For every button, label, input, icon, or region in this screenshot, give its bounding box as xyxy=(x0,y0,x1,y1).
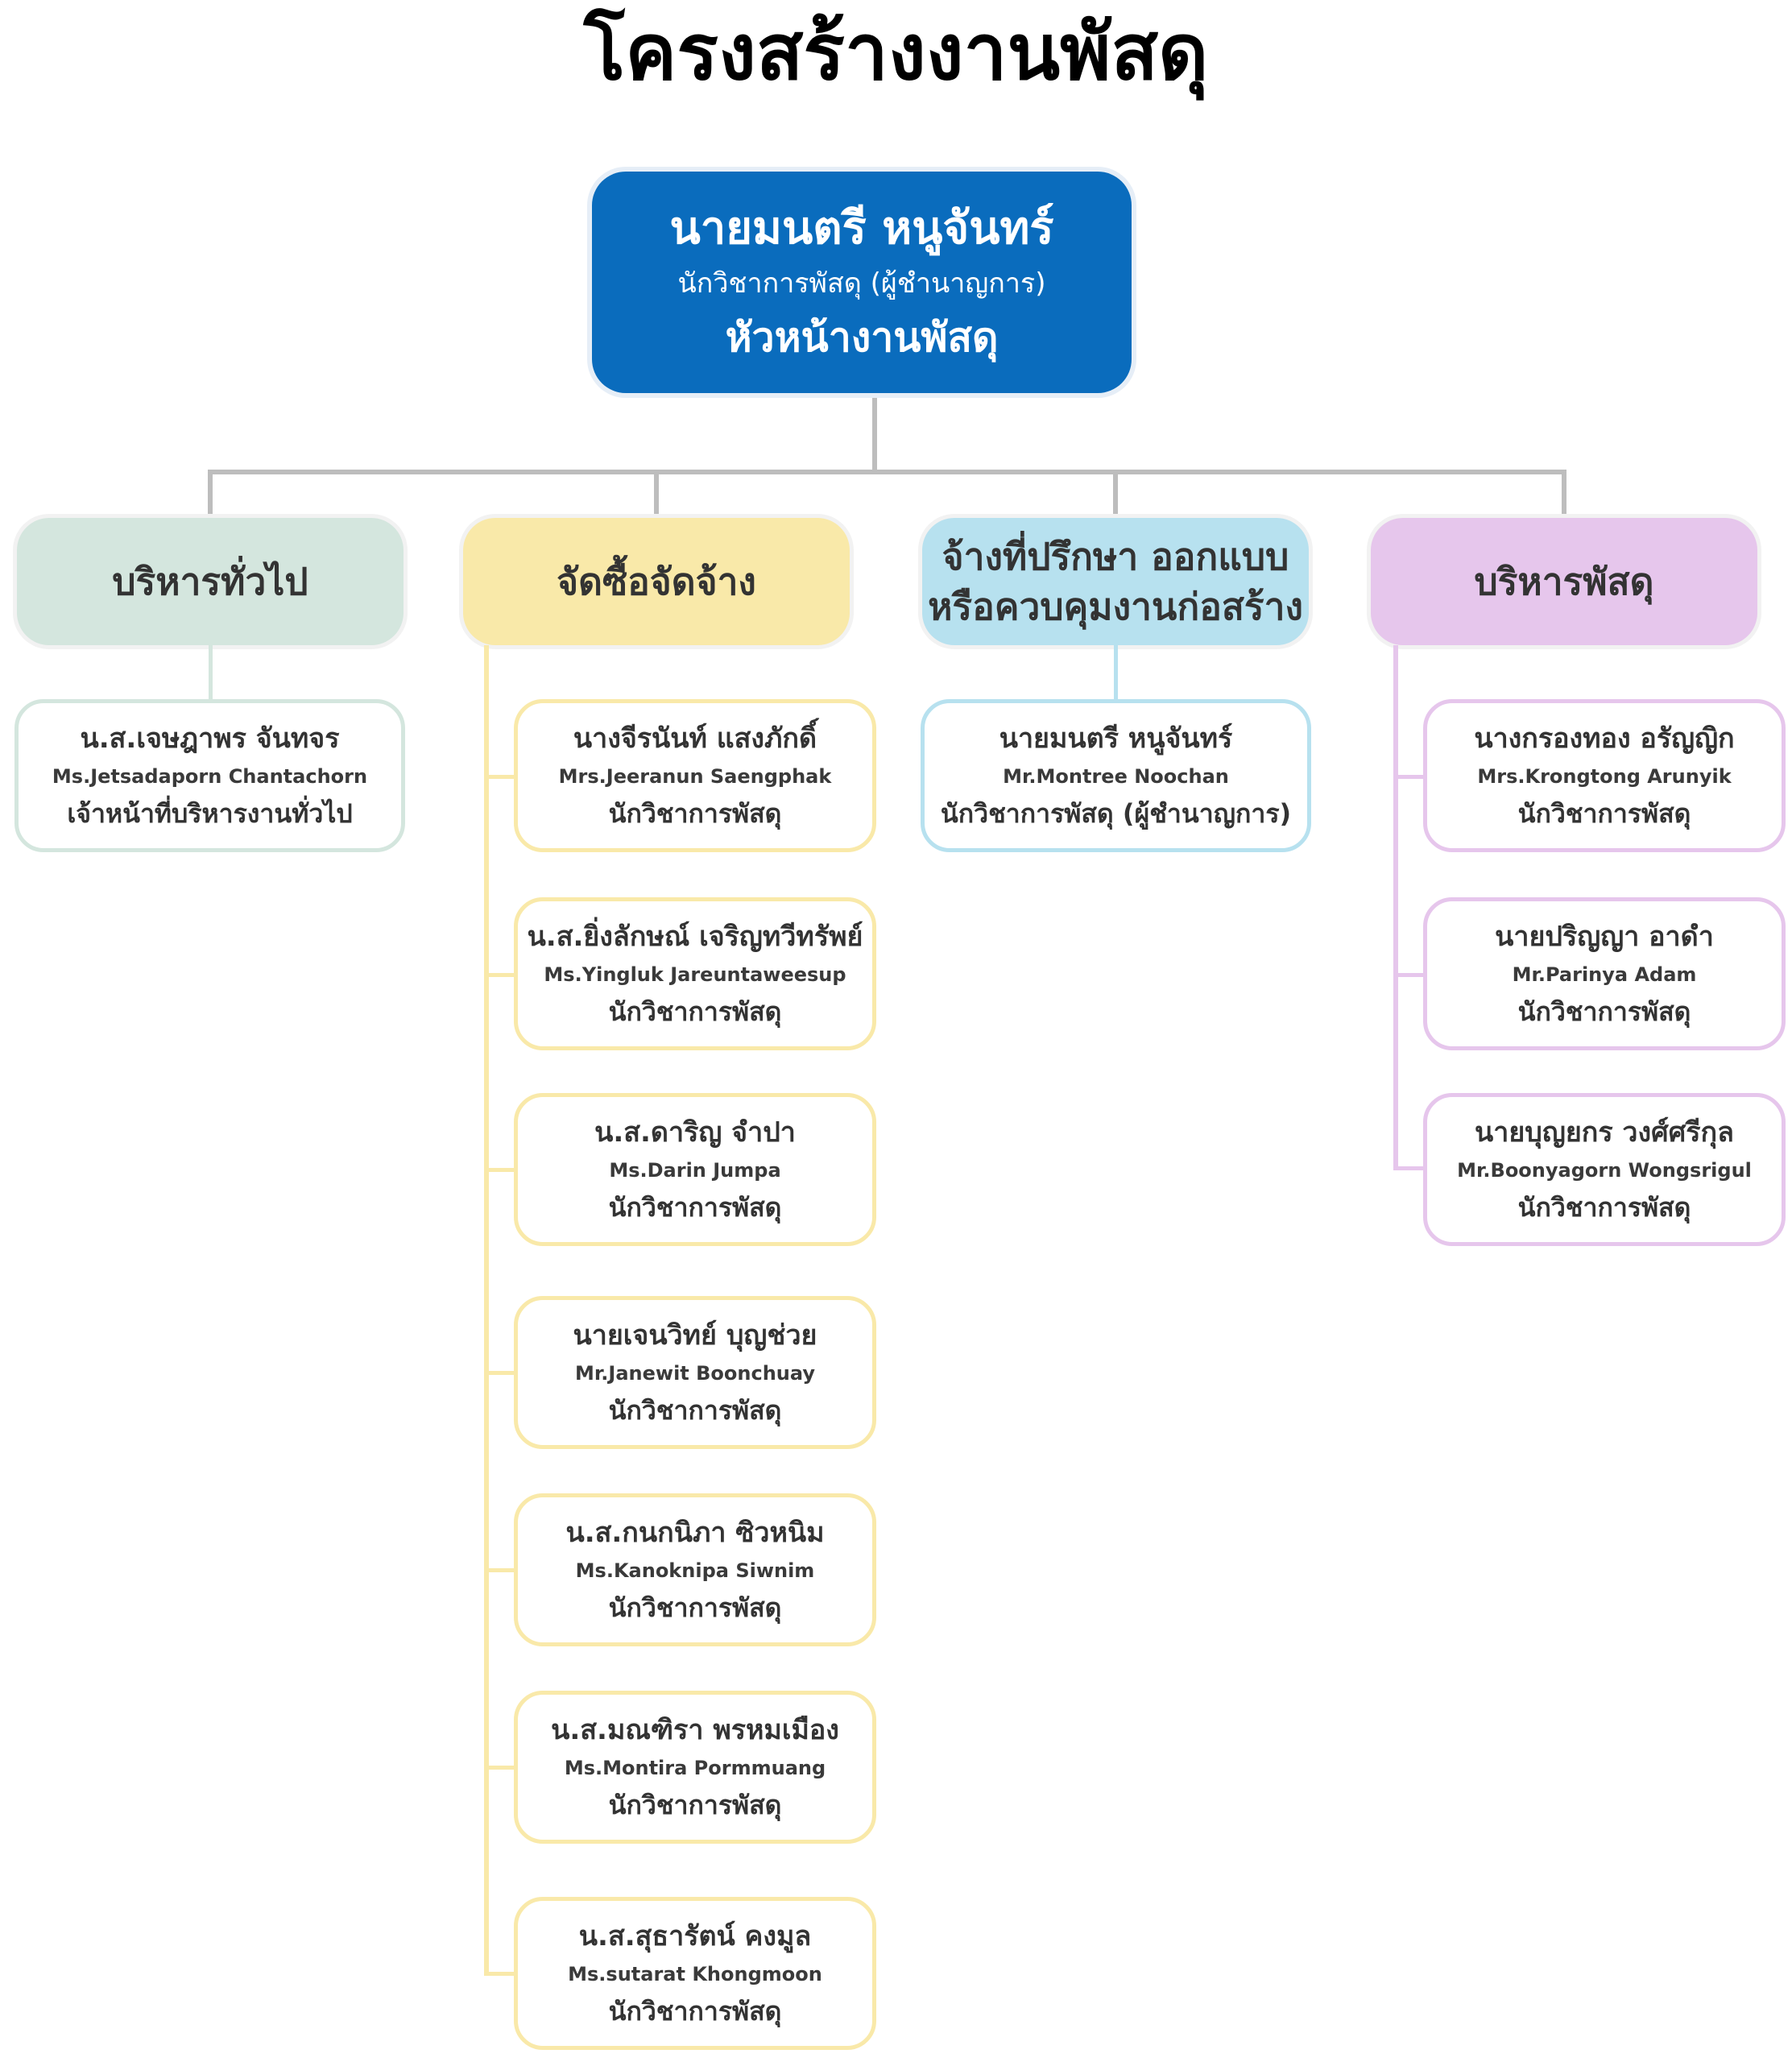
member-name-th: นายมนตรี หนูจันทร์ xyxy=(999,723,1233,755)
member-name-en: Ms.Darin Jumpa xyxy=(609,1159,781,1182)
connector-procurement-branch xyxy=(484,1568,516,1572)
member-name-en: Ms.Jetsadaporn Chantachorn xyxy=(52,765,368,788)
member-name-th: นายปริญญา อาดำ xyxy=(1495,921,1714,953)
member-position: นักวิชาการพัสดุ (ผู้ชำนาญการ) xyxy=(940,798,1292,829)
member-position: นักวิชาการพัสดุ xyxy=(608,996,782,1027)
member-card: น.ส.สุธารัตน์ คงมูล Ms.sutarat Khongmoon… xyxy=(514,1897,876,2050)
member-name-th: น.ส.มณฑิรา พรหมเมือง xyxy=(551,1714,839,1746)
connector-management-branch xyxy=(1393,1166,1426,1170)
member-name-en: Mr.Montree Noochan xyxy=(1003,765,1229,788)
connector-general-card xyxy=(209,645,213,699)
connector-head-down xyxy=(872,397,877,472)
member-name-th: น.ส.สุธารัตน์ คงมูล xyxy=(578,1920,812,1952)
member-position: นักวิชาการพัสดุ xyxy=(608,1996,782,2027)
member-position: นักวิชาการพัสดุ xyxy=(608,1192,782,1223)
member-position: นักวิชาการพัสดุ xyxy=(608,798,782,829)
member-name-th: น.ส.เจษฎาพร จันทจร xyxy=(80,723,340,755)
member-card: นางจีรนันท์ แสงภักดิ์ Mrs.Jeeranun Saeng… xyxy=(514,699,876,852)
dept-consult-label-line2: หรือควบคุมงานก่อสร้าง xyxy=(928,585,1303,628)
connector-management-branch xyxy=(1393,775,1426,779)
member-card: น.ส.กนกนิภา ซิวหนิม Ms.Kanoknipa Siwnim … xyxy=(514,1493,876,1646)
member-card: น.ส.ยิ่งลักษณ์ เจริญทวีทรัพย์ Ms.Yingluk… xyxy=(514,897,876,1050)
member-position: นักวิชาการพัสดุ xyxy=(608,1592,782,1623)
connector-management-branch xyxy=(1393,973,1426,977)
connector-consult-down xyxy=(1113,470,1118,518)
member-name-en: Ms.Montira Pormmuang xyxy=(564,1757,826,1779)
member-name-th: นางกรองทอง อรัญญิก xyxy=(1474,723,1735,755)
member-name-en: Mrs.Krongtong Arunyik xyxy=(1477,765,1732,788)
member-name-th: นางจีรนันท์ แสงภักดิ์ xyxy=(573,723,817,755)
member-name-en: Mr.Boonyagorn Wongsrigul xyxy=(1457,1159,1752,1182)
connector-procurement-spine xyxy=(484,645,489,1976)
connector-management-spine xyxy=(1393,645,1398,1170)
connector-procurement-branch xyxy=(484,1168,516,1172)
member-name-en: Ms.sutarat Khongmoon xyxy=(568,1963,822,1985)
member-name-en: Mrs.Jeeranun Saengphak xyxy=(558,765,832,788)
dept-general-label: บริหารทั่วไป xyxy=(112,560,308,603)
member-card: นายเจนวิทย์ บุญช่วย Mr.Janewit Boonchuay… xyxy=(514,1296,876,1449)
connector-horizontal xyxy=(208,470,1566,474)
member-name-th: นายเจนวิทย์ บุญช่วย xyxy=(573,1319,817,1352)
head-name: นายมนตรี หนูจันทร์ xyxy=(669,201,1054,255)
member-card: น.ส.เจษฎาพร จันทจร Ms.Jetsadaporn Chanta… xyxy=(14,699,405,852)
head-position: นักวิชาการพัสดุ (ผู้ชำนาญการ) xyxy=(677,267,1046,300)
member-position: เจ้าหน้าที่บริหารงานทั่วไป xyxy=(67,798,353,829)
member-name-th: นายบุญยกร วงศ์ศรีกุล xyxy=(1475,1116,1734,1149)
member-card: นายบุญยกร วงศ์ศรีกุล Mr.Boonyagorn Wongs… xyxy=(1423,1093,1786,1246)
connector-consult-card xyxy=(1114,645,1118,699)
connector-procurement-branch xyxy=(484,973,516,977)
member-card: นางกรองทอง อรัญญิก Mrs.Krongtong Arunyik… xyxy=(1423,699,1786,852)
dept-procurement: จัดซื้อจัดจ้าง xyxy=(463,518,850,645)
member-position: นักวิชาการพัสดุ xyxy=(1517,798,1691,829)
head-role: หัวหน้างานพัสดุ xyxy=(725,313,999,361)
dept-general: บริหารทั่วไป xyxy=(17,518,404,645)
dept-consult: จ้างที่ปรึกษา ออกแบบ หรือควบคุมงานก่อสร้… xyxy=(922,518,1309,645)
member-name-th: น.ส.กนกนิภา ซิวหนิม xyxy=(565,1517,825,1549)
member-position: นักวิชาการพัสดุ xyxy=(608,1790,782,1820)
member-name-en: Mr.Janewit Boonchuay xyxy=(575,1362,815,1385)
member-name-en: Ms.Yingluk Jareuntaweesup xyxy=(544,963,846,986)
connector-management-down xyxy=(1562,470,1566,518)
member-name-en: Ms.Kanoknipa Siwnim xyxy=(575,1559,815,1582)
member-name-th: น.ส.ดาริญ จำปา xyxy=(594,1116,796,1149)
member-card: นายปริญญา อาดำ Mr.Parinya Adam นักวิชากา… xyxy=(1423,897,1786,1050)
member-name-en: Mr.Parinya Adam xyxy=(1512,963,1697,986)
connector-procurement-branch xyxy=(484,1371,516,1375)
connector-procurement-branch xyxy=(484,1766,516,1770)
member-card: น.ส.ดาริญ จำปา Ms.Darin Jumpa นักวิชาการ… xyxy=(514,1093,876,1246)
dept-procurement-label: จัดซื้อจัดจ้าง xyxy=(557,560,756,603)
member-position: นักวิชาการพัสดุ xyxy=(1517,1192,1691,1223)
member-position: นักวิชาการพัสดุ xyxy=(608,1395,782,1426)
dept-consult-label-line1: จ้างที่ปรึกษา ออกแบบ xyxy=(942,535,1289,578)
head-box: นายมนตรี หนูจันทร์ นักวิชาการพัสดุ (ผู้ช… xyxy=(592,172,1132,393)
page-title: โครงสร้างงานพัสดุ xyxy=(583,7,1209,97)
connector-procurement-branch xyxy=(484,775,516,779)
member-name-th: น.ส.ยิ่งลักษณ์ เจริญทวีทรัพย์ xyxy=(527,921,863,953)
member-position: นักวิชาการพัสดุ xyxy=(1517,996,1691,1027)
dept-management: บริหารพัสดุ xyxy=(1371,518,1757,645)
connector-procurement-branch xyxy=(484,1972,516,1976)
connector-procurement-down xyxy=(654,470,659,518)
member-card: น.ส.มณฑิรา พรหมเมือง Ms.Montira Pormmuan… xyxy=(514,1691,876,1844)
dept-management-label: บริหารพัสดุ xyxy=(1474,560,1654,603)
member-card: นายมนตรี หนูจันทร์ Mr.Montree Noochan นั… xyxy=(921,699,1311,852)
connector-general-down xyxy=(208,470,213,518)
